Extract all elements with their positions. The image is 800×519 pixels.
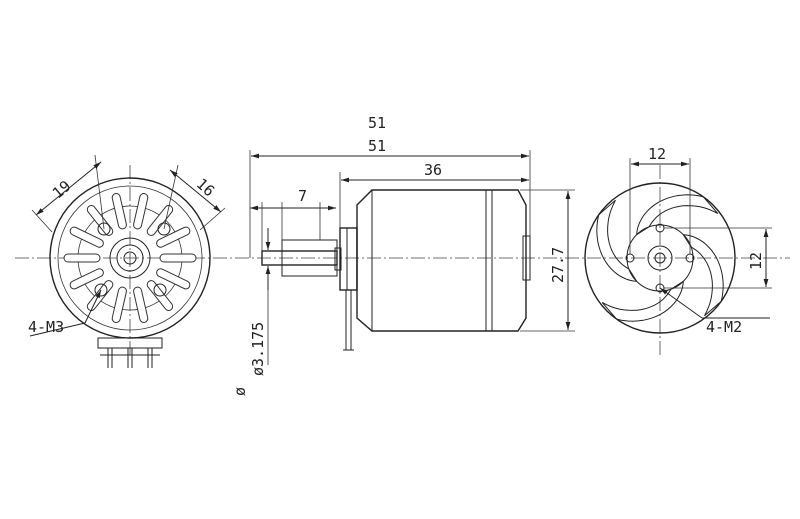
back-outer-circle [584, 182, 736, 334]
back-holes-callout: 4-M2 [659, 287, 770, 336]
front-slot-inner [134, 287, 148, 322]
back-vane [601, 280, 684, 322]
svg-text:51: 51 [368, 137, 386, 155]
front-slot-inner [157, 227, 190, 247]
svg-text:27.7: 27.7 [549, 247, 567, 283]
front-slot-inner [70, 227, 103, 247]
side-dim-51-upper: 51 [368, 114, 386, 132]
front-slot-inner [70, 269, 103, 289]
front-dim-16: 16 [163, 164, 226, 231]
back-shaft-circle [654, 252, 666, 264]
front-shaft-circle [123, 251, 137, 265]
front-inner-circle [57, 185, 203, 331]
front-holes-callout: 4-M3 [28, 289, 102, 337]
side-mount-plate [339, 227, 358, 291]
side-dim-51: 51 [249, 137, 531, 258]
side-dim-277: 27.7 [520, 189, 575, 332]
svg-text:ø: ø [231, 387, 249, 396]
front-slot-inner [147, 206, 173, 235]
side-view: 51 51 36 7 27.7 [231, 114, 575, 396]
front-slot-inner [157, 269, 190, 289]
svg-text:7: 7 [298, 187, 307, 205]
front-slot-inner [112, 194, 126, 229]
front-hub-inner [116, 244, 144, 272]
front-hole-2 [157, 222, 171, 236]
svg-text:12: 12 [747, 252, 765, 270]
svg-text:4-M3: 4-M3 [28, 318, 64, 336]
side-shaft-diameter: ø3.175 ø [231, 228, 271, 396]
front-connector-pins [97, 337, 163, 368]
svg-text:16: 16 [193, 175, 218, 200]
side-rear-cap [522, 235, 531, 281]
front-slot-inner [134, 194, 148, 229]
svg-text:51: 51 [368, 114, 386, 132]
front-hole-4 [153, 283, 167, 297]
back-swirl-vanes [596, 194, 724, 322]
back-view: 12 12 4-M2 [584, 145, 772, 355]
front-hole-3 [94, 283, 108, 297]
back-dim-12-horizontal: 12 [629, 145, 691, 254]
front-hub-circle [109, 237, 151, 279]
back-vane [596, 199, 638, 282]
side-motor-body [356, 189, 527, 332]
front-slot-inner [112, 287, 126, 322]
svg-text:36: 36 [424, 161, 442, 179]
back-hub-circle [647, 245, 673, 271]
front-dim-19: 19 [31, 154, 105, 233]
back-dim-12-vertical: 12 [664, 227, 772, 289]
front-hole-1 [97, 222, 111, 236]
back-vane [682, 234, 724, 317]
front-view: 19 16 4-M3 [28, 154, 226, 368]
back-vane [636, 194, 719, 236]
svg-text:12: 12 [648, 145, 666, 163]
side-dim-36: 36 [339, 161, 529, 228]
svg-text:4-M2: 4-M2 [706, 318, 742, 336]
svg-text:19: 19 [49, 177, 74, 202]
side-dim-7: 7 [250, 187, 336, 251]
svg-text:ø3.175: ø3.175 [249, 322, 267, 376]
side-shaft-collar [281, 239, 338, 277]
